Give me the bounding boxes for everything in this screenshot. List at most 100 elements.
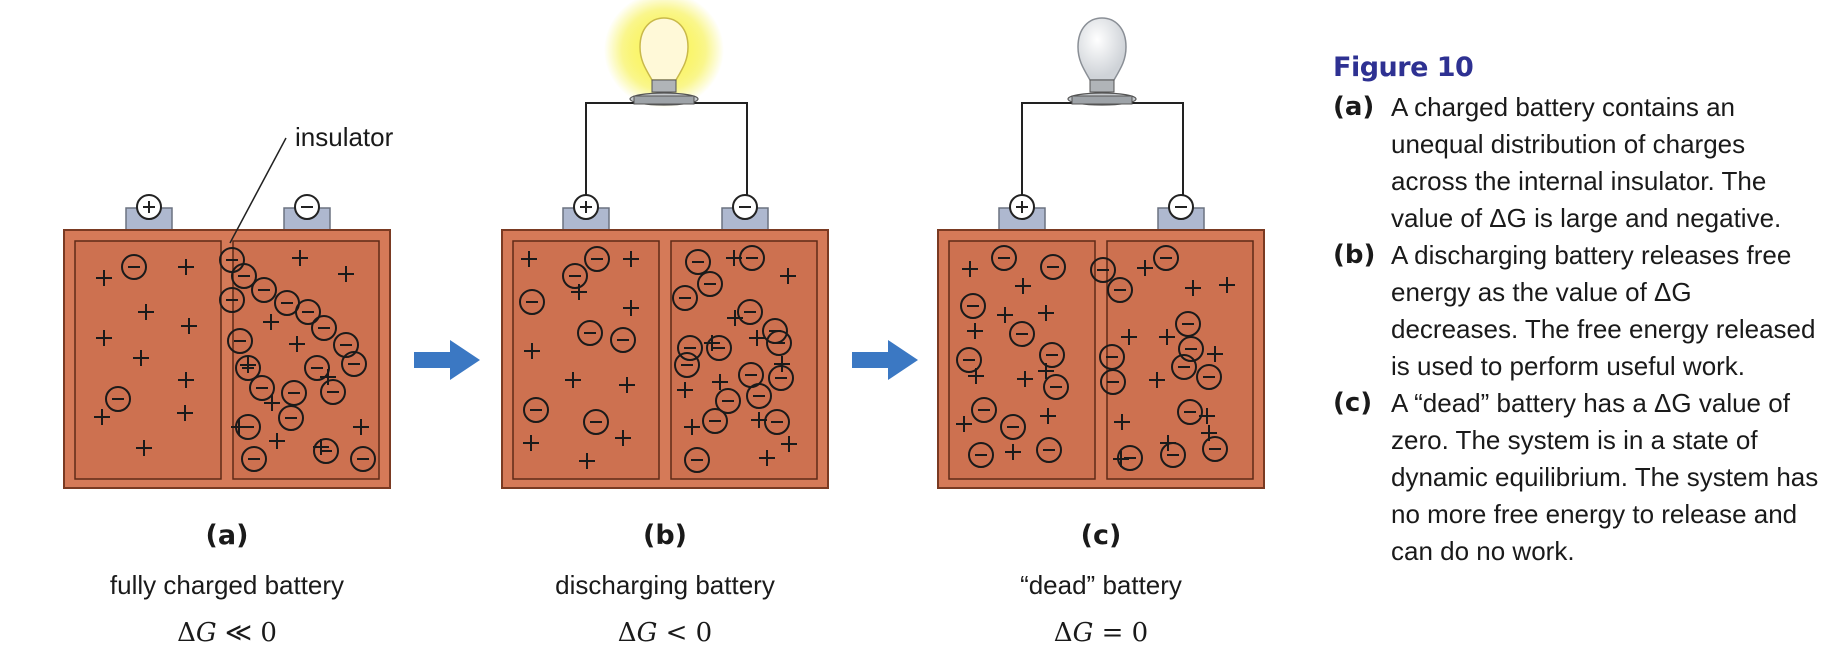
caption-item-a: (a) A charged battery contains an unequa… — [1333, 89, 1823, 237]
negative-charge-icon — [519, 289, 545, 315]
negative-charge-icon — [313, 438, 339, 464]
positive-charge-icon — [1040, 408, 1056, 424]
negative-charge-icon — [350, 446, 376, 472]
positive-charge-icon — [774, 356, 790, 372]
positive-charge-icon — [353, 419, 369, 435]
positive-charge-icon — [615, 430, 631, 446]
positive-charge-icon — [269, 433, 285, 449]
positive-charge-icon — [623, 300, 639, 316]
panel-a-letter: (a) — [205, 520, 249, 551]
negative-charge-icon — [219, 287, 245, 313]
negative-charge-icon — [235, 414, 261, 440]
positive-charge-icon — [136, 440, 152, 456]
negative-charge-icon — [956, 347, 982, 373]
negative-charge-icon — [577, 320, 603, 346]
positive-charge-icon — [133, 350, 149, 366]
positive-charge-icon — [1005, 444, 1021, 460]
positive-charge-icon — [956, 416, 972, 432]
lightbulb-lit-icon — [629, 17, 699, 106]
negative-charge-icon — [295, 299, 321, 325]
positive-charge-icon — [759, 450, 775, 466]
negative-charge-icon — [706, 335, 732, 361]
negative-charge-icon — [523, 397, 549, 423]
negative-charge-icon — [764, 409, 790, 435]
positive-charge-icon — [289, 336, 305, 352]
positive-charge-icon — [781, 436, 797, 452]
negative-charge-icon — [766, 330, 792, 356]
insulator-label: insulator — [295, 122, 394, 152]
positive-charge-icon — [177, 405, 193, 421]
caption-item-b: (b) A discharging battery releases free … — [1333, 237, 1823, 385]
positive-charge-icon — [1159, 329, 1175, 345]
negative-charge-icon — [241, 446, 267, 472]
positive-charge-icon — [579, 453, 595, 469]
negative-charge-icon — [684, 447, 710, 473]
negative-charge-icon — [746, 383, 772, 409]
negative-charge-icon — [968, 442, 994, 468]
negative-charge-icon — [1117, 445, 1143, 471]
positive-charge-icon — [96, 270, 112, 286]
panel-c-equation: ΔG = 0 — [1053, 618, 1149, 648]
negative-charge-icon — [739, 245, 765, 271]
negative-charge-icon — [1202, 436, 1228, 462]
panel-b-equation: ΔG < 0 — [617, 618, 713, 648]
negative-charge-icon — [304, 355, 330, 381]
negative-charge-icon — [227, 328, 253, 354]
negative-charge-icon — [562, 263, 588, 289]
negative-charge-icon — [1036, 437, 1062, 463]
negative-charge-icon — [702, 408, 728, 434]
positive-charge-icon — [997, 307, 1013, 323]
caption-item-c: (c) A “dead” battery has a ΔG value of z… — [1333, 385, 1823, 570]
negative-charge-icon — [685, 249, 711, 275]
positive-charge-icon — [178, 259, 194, 275]
positive-charge-icon — [1114, 414, 1130, 430]
positive-charge-icon — [962, 261, 978, 277]
negative-charge-icon — [1040, 254, 1066, 280]
right-cell — [670, 240, 818, 480]
battery-b — [501, 0, 829, 489]
negative-charge-icon — [281, 380, 307, 406]
positive-charge-icon — [1219, 277, 1235, 293]
negative-charge-icon — [991, 245, 1017, 271]
positive-charge-icon — [1015, 278, 1031, 294]
negative-charge-icon — [960, 293, 986, 319]
negative-charge-icon — [715, 388, 741, 414]
positive-charge-icon — [178, 372, 194, 388]
positive-charge-icon — [240, 357, 256, 373]
negative-charge-icon — [677, 335, 703, 361]
positive-charge-icon — [1207, 346, 1223, 362]
negative-charge-icon — [697, 271, 723, 297]
positive-charge-icon — [1149, 372, 1165, 388]
panel-a-caption: fully charged battery — [109, 570, 345, 600]
positive-charge-icon — [1137, 260, 1153, 276]
negative-charge-icon — [583, 409, 609, 435]
charges-c — [956, 245, 1235, 471]
negative-charge-icon — [333, 332, 359, 358]
negative-charge-icon — [251, 277, 277, 303]
negative-charge-icon — [1107, 277, 1133, 303]
negative-charge-icon — [231, 263, 257, 289]
negative-charge-icon — [1178, 336, 1204, 362]
negative-charge-icon — [672, 285, 698, 311]
positive-charge-icon — [521, 251, 537, 267]
negative-charge-icon — [341, 351, 367, 377]
caption-text: A discharging battery releases free ener… — [1391, 240, 1816, 381]
negative-charge-icon — [1175, 311, 1201, 337]
positive-charge-icon — [684, 419, 700, 435]
right-cell — [232, 240, 380, 480]
caption-letter: (a) — [1333, 92, 1375, 122]
negative-charge-icon — [1043, 374, 1069, 400]
negative-charge-icon — [1177, 399, 1203, 425]
caption-text: A “dead” battery has a ΔG value of zero.… — [1391, 388, 1819, 566]
positive-charge-icon — [264, 395, 280, 411]
negative-charge-icon — [121, 254, 147, 280]
negative-charge-icon — [1160, 442, 1186, 468]
positive-charge-icon — [1121, 329, 1137, 345]
lightbulb-off-icon — [1067, 17, 1137, 106]
panel-b-letter: (b) — [642, 520, 687, 551]
positive-charge-icon — [1017, 371, 1033, 387]
negative-charge-icon — [249, 375, 275, 401]
negative-charge-icon — [674, 352, 700, 378]
figure-caption: Figure 10 (a) A charged battery contains… — [1333, 52, 1823, 570]
positive-charge-icon — [677, 382, 693, 398]
